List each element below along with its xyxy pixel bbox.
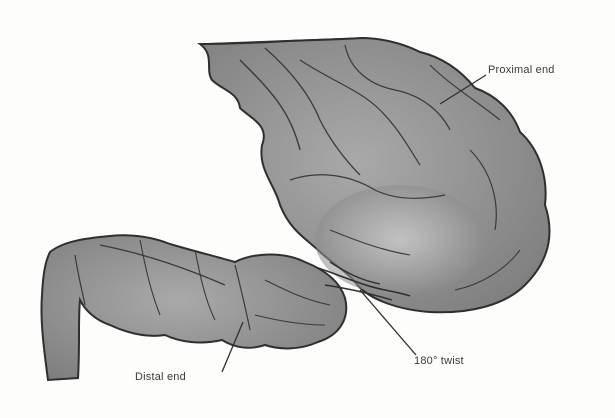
proximal-end-label: Proximal end	[488, 64, 555, 76]
loop-highlight	[315, 185, 485, 295]
distal-end-label: Distal end	[135, 371, 186, 383]
distal-segment	[41, 235, 346, 380]
twist-label: 180° twist	[414, 355, 464, 367]
